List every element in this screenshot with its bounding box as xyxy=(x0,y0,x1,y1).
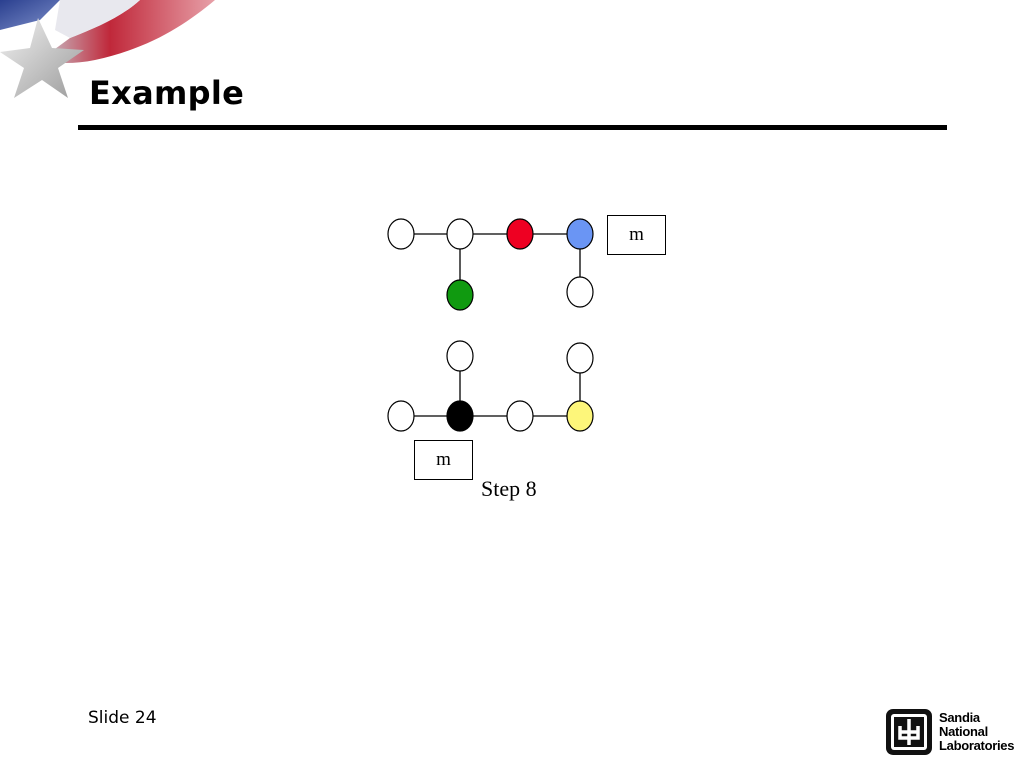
node-black xyxy=(447,401,473,431)
node-white xyxy=(388,401,414,431)
node-white xyxy=(447,341,473,371)
m-label-box-top: m xyxy=(607,215,666,255)
m-label: m xyxy=(629,224,644,246)
slide-number: Slide 24 xyxy=(88,708,157,728)
sandia-labs-logo: Sandia National Laboratories xyxy=(885,706,1015,758)
node-yellow xyxy=(567,401,593,431)
node-white xyxy=(447,219,473,249)
node-blue xyxy=(567,219,593,249)
m-label-box-bottom: m xyxy=(414,440,473,480)
logo-line: National xyxy=(939,725,1014,739)
node-white xyxy=(567,343,593,373)
thunderbird-icon xyxy=(885,708,933,756)
step-label: Step 8 xyxy=(481,476,537,502)
node-white xyxy=(388,219,414,249)
node-red xyxy=(507,219,533,249)
node-white xyxy=(567,277,593,307)
logo-line: Laboratories xyxy=(939,739,1014,753)
m-label: m xyxy=(436,449,451,471)
logo-line: Sandia xyxy=(939,711,1014,725)
node-green xyxy=(447,280,473,310)
node-white xyxy=(507,401,533,431)
